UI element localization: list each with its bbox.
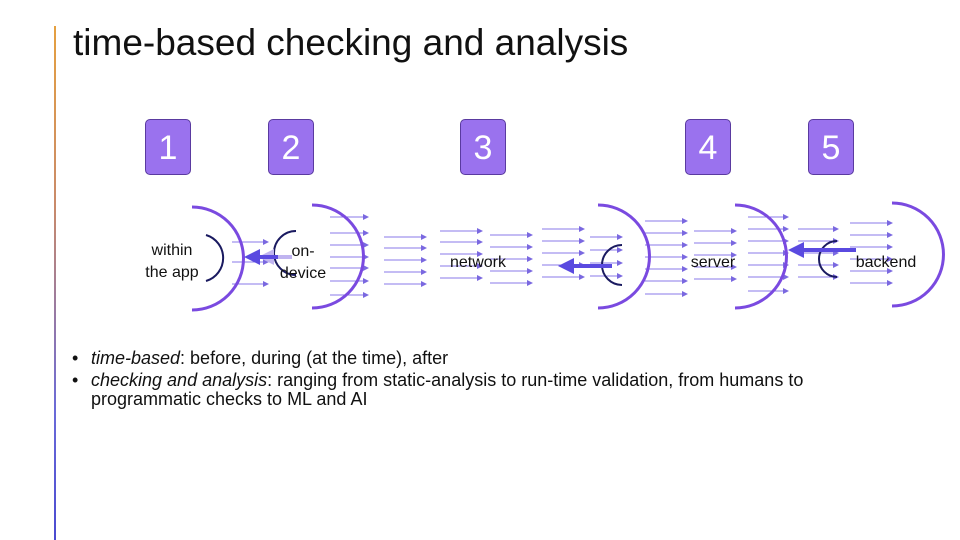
stage-label-app: within the app bbox=[145, 242, 199, 281]
bullet-item: checking and analysis: ranging from stat… bbox=[72, 371, 892, 409]
boundary-arc-device bbox=[311, 203, 365, 310]
boundary-arc-backend bbox=[891, 201, 945, 308]
badge-2: 2 bbox=[268, 119, 314, 175]
boundary-arc-app bbox=[191, 205, 245, 312]
badge-5: 5 bbox=[808, 119, 854, 175]
boundary-arc-server bbox=[734, 203, 788, 310]
bullet-text: : ranging from static-analysis to run-ti… bbox=[91, 370, 804, 409]
stage-label-device: on- device bbox=[279, 243, 327, 282]
boundary-arc-network bbox=[597, 203, 651, 310]
check-arc-device bbox=[273, 230, 297, 276]
data-flow-diagram bbox=[191, 201, 945, 312]
badge-1: 1 bbox=[145, 119, 191, 175]
bullet-list: time-based: before, during (at the time)… bbox=[72, 349, 892, 412]
badge-3: 3 bbox=[460, 119, 506, 175]
bullet-item: time-based: before, during (at the time)… bbox=[72, 348, 892, 369]
stage-label-backend: backend bbox=[855, 254, 917, 271]
bullet-text: : before, during (at the time), after bbox=[180, 348, 449, 368]
slide-title: time-based checking and analysis bbox=[73, 22, 629, 63]
stage-label-network: network bbox=[449, 254, 507, 271]
bullet-term: checking and analysis bbox=[91, 370, 268, 390]
badge-4: 4 bbox=[685, 119, 731, 175]
stage-label-server: server bbox=[690, 254, 736, 271]
accent-bar bbox=[54, 26, 56, 540]
flow-arrows bbox=[232, 214, 893, 298]
bullet-term: time-based bbox=[91, 348, 181, 368]
check-arc-app bbox=[205, 234, 225, 282]
check-arc-server bbox=[818, 240, 838, 278]
